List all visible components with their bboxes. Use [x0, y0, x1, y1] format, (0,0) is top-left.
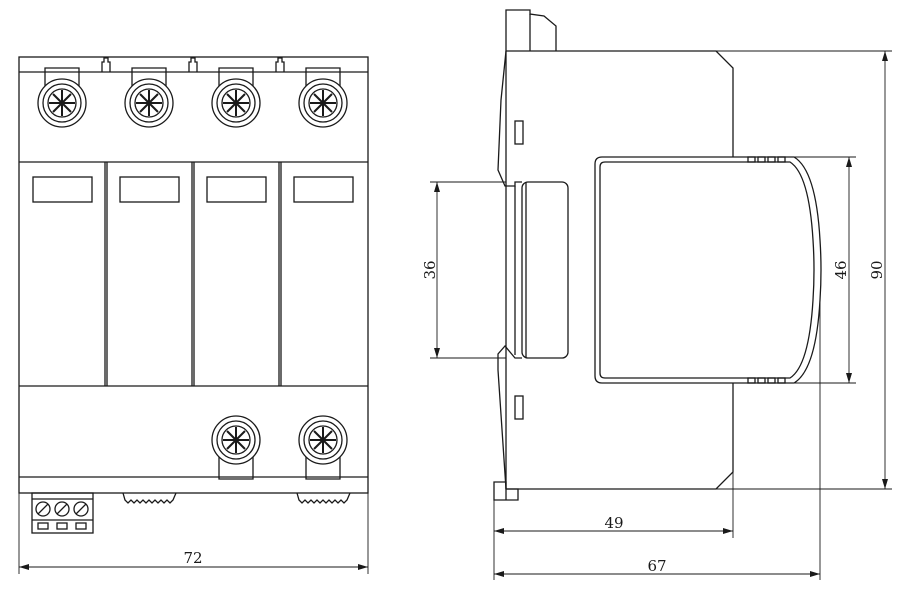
- dimension-label-46: 46: [832, 260, 850, 279]
- side-view: 90 46 36 49: [421, 9, 892, 580]
- indicator-window: [293, 176, 354, 203]
- dimension-label-90: 90: [868, 260, 886, 279]
- terminal-screw: [211, 67, 261, 128]
- dimension-label-49: 49: [604, 514, 623, 532]
- dimension-height-36: 36: [421, 181, 506, 359]
- terminal-screw: [298, 67, 348, 128]
- dimension-depth-49: 49: [493, 472, 734, 580]
- front-body-outline: [18, 56, 369, 494]
- top-pin: [188, 57, 198, 72]
- rail-channel: [521, 181, 569, 359]
- indicator-window: [206, 176, 267, 203]
- signal-connector: [31, 492, 94, 534]
- terminal-screws: [37, 67, 348, 480]
- terminal-screw: [211, 415, 261, 480]
- dimension-height-46: 46: [794, 156, 856, 384]
- side-body-outline: [497, 50, 734, 490]
- dimension-width-72: 72: [18, 493, 369, 574]
- terminal-screw: [298, 415, 348, 480]
- indicator-window: [32, 176, 93, 203]
- terminal-screw: [37, 67, 87, 128]
- grip-ribs: [747, 156, 786, 163]
- dimension-label-72: 72: [183, 549, 202, 567]
- din-clip: [122, 492, 177, 504]
- dimension-label-36: 36: [421, 260, 439, 279]
- top-pin: [101, 57, 111, 72]
- dimension-label-67: 67: [647, 557, 666, 575]
- side-slot: [514, 395, 524, 420]
- side-slot: [514, 120, 524, 145]
- terminal-screw: [124, 67, 174, 128]
- top-latch: [505, 9, 557, 51]
- indicator-window: [119, 176, 180, 203]
- dimension-height-90: 90: [716, 50, 892, 490]
- din-clip: [296, 492, 351, 504]
- front-view: 72: [18, 56, 369, 574]
- dimension-depth-67: 67: [494, 300, 821, 580]
- module-plug: [594, 156, 822, 384]
- grip-ribs: [747, 377, 786, 384]
- top-pin: [275, 57, 285, 72]
